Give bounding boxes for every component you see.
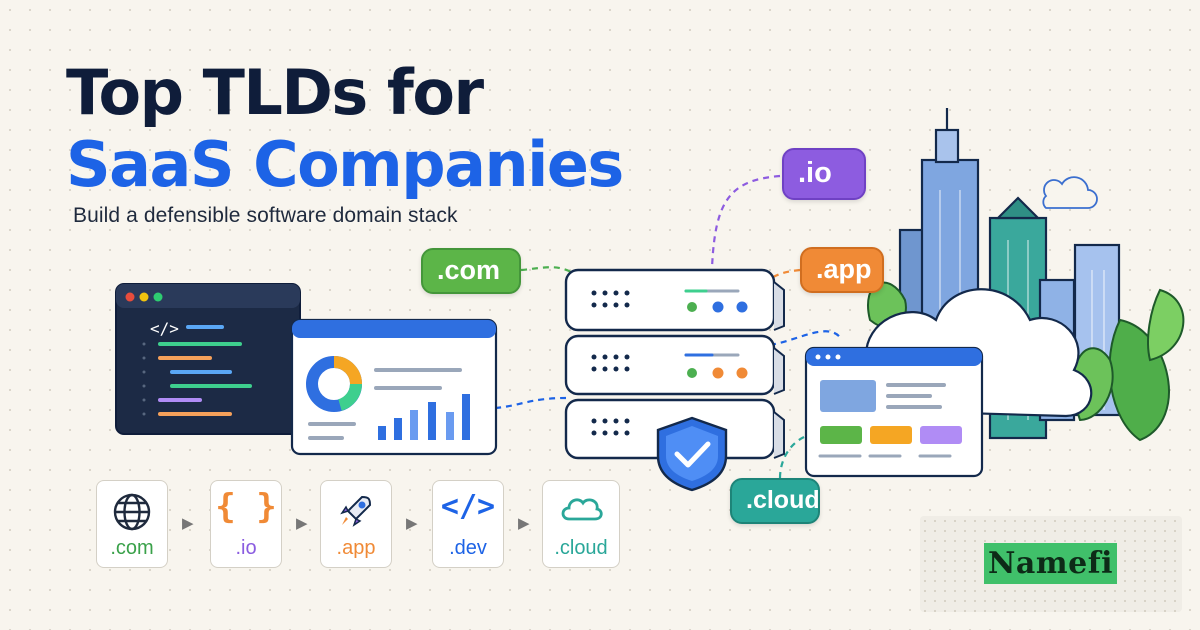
web-app-window xyxy=(804,346,984,478)
flow-card-cloud: .cloud xyxy=(542,480,620,568)
title-line-1: Top TLDs for xyxy=(66,56,484,129)
flow-arrow-icon: ▶ xyxy=(296,514,308,532)
cloud-icon xyxy=(543,491,619,531)
tld-pill-io: .io xyxy=(782,148,866,200)
tld-pill-app: .app xyxy=(800,247,884,293)
rocket-icon xyxy=(321,491,391,535)
flow-card-io: { } .io xyxy=(210,480,282,568)
namefi-logo: Namefi xyxy=(984,543,1117,584)
connector-webapp xyxy=(769,330,843,347)
flow-card-com: .com xyxy=(96,480,168,568)
flow-label-cloud: .cloud xyxy=(554,537,608,559)
flow-arrow-icon: ▶ xyxy=(182,514,194,532)
connector-cloud xyxy=(778,432,813,479)
flow-label-com: .com xyxy=(110,537,154,559)
title-line-2: SaaS Companies xyxy=(66,128,624,201)
tld-pill-cloud: .cloud xyxy=(730,478,820,524)
connector-dashboard xyxy=(494,396,567,410)
flow-arrow-icon: ▶ xyxy=(406,514,418,532)
globe-icon xyxy=(97,491,167,537)
tld-pill-com: .com xyxy=(421,248,521,294)
connector-app xyxy=(759,268,801,285)
flow-label-app: .app xyxy=(336,537,376,559)
svg-text:</>: </> xyxy=(150,319,179,338)
shield-check-icon xyxy=(656,416,728,492)
flow-card-dev: </> .dev xyxy=(432,480,504,568)
connector-io xyxy=(710,174,781,269)
flow-card-app: .app xyxy=(320,480,392,568)
server-status-lights xyxy=(687,301,748,379)
code-editor-window: </> xyxy=(115,283,301,435)
flow-label-io: .io xyxy=(235,537,257,559)
flow-label-dev: .dev xyxy=(449,537,487,559)
code-brackets-icon: </> xyxy=(440,489,496,524)
curly-braces-icon: { } xyxy=(215,487,277,527)
subtitle: Build a defensible software domain stack xyxy=(73,204,458,227)
server-stack xyxy=(564,268,785,460)
dashboard-window xyxy=(290,318,498,456)
small-cloud-icon xyxy=(1042,176,1098,209)
flow-arrow-icon: ▶ xyxy=(518,514,530,532)
